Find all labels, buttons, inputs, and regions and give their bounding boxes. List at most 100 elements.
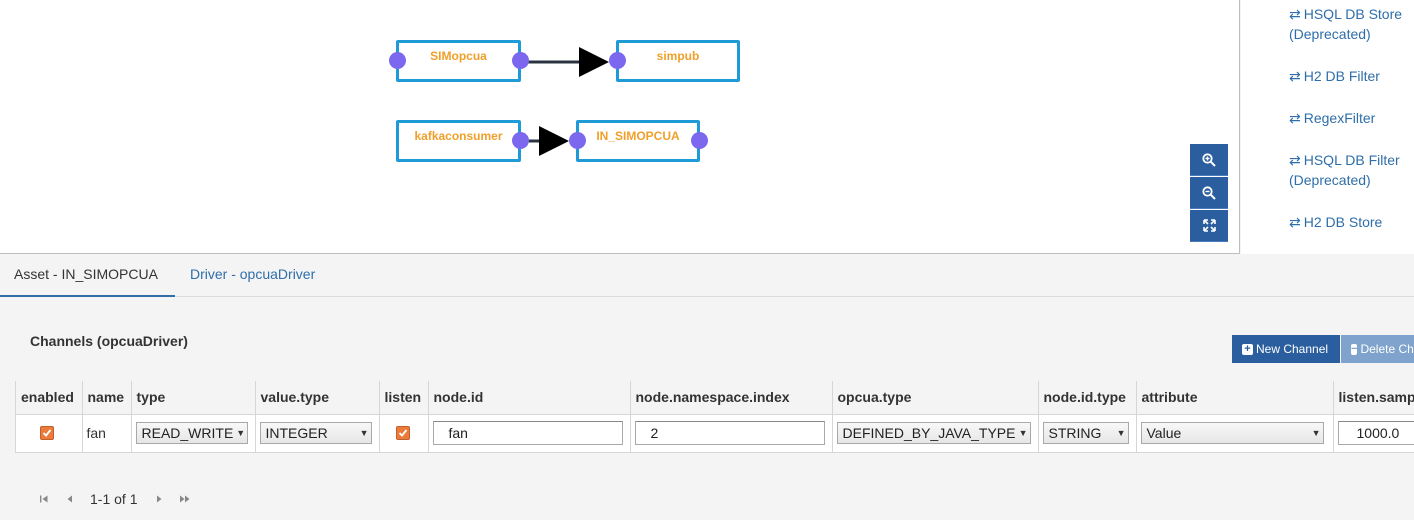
palette-item-sublabel: (Deprecated): [1289, 172, 1371, 188]
input-port[interactable]: [609, 52, 626, 69]
node-id-input[interactable]: fan: [432, 421, 623, 446]
chevron-down-icon: ▼: [1116, 428, 1126, 439]
value-type-select-value: INTEGER: [265, 425, 328, 442]
last-page-icon[interactable]: [177, 491, 193, 507]
exchange-icon: ⇄: [1289, 214, 1301, 230]
column-header-enabled[interactable]: enabled: [16, 381, 83, 415]
opcua-type-select[interactable]: DEFINED_BY_JAVA_TYPE▼: [836, 422, 1031, 445]
chevron-down-icon: ▼: [1018, 428, 1028, 439]
enabled-checkbox[interactable]: [40, 426, 54, 441]
column-header-node-id-type[interactable]: node.id.type: [1038, 381, 1137, 415]
column-header-listen-sampling[interactable]: listen.samp: [1333, 381, 1414, 415]
cell-type: READ_WRITE▼: [131, 414, 256, 452]
cell-node-id: fan: [428, 414, 631, 452]
previous-page-icon[interactable]: [62, 491, 78, 507]
tab-label: Asset - IN_SIMOPCUA: [14, 266, 158, 282]
input-port[interactable]: [389, 52, 406, 69]
minus-icon: −: [1351, 342, 1358, 355]
pager-status: 1-1 of 1: [90, 491, 138, 507]
palette-item-hsql-db-store[interactable]: ⇄HSQL DB Store (Deprecated): [1289, 4, 1402, 44]
delete-channel-button[interactable]: − Delete Ch: [1341, 335, 1414, 363]
column-header-namespace-index[interactable]: node.namespace.index: [630, 381, 833, 415]
detail-tabs: Asset - IN_SIMOPCUA Driver - opcuaDriver: [0, 254, 1414, 297]
new-channel-button[interactable]: + New Channel: [1232, 335, 1340, 363]
exchange-icon: ⇄: [1289, 6, 1301, 22]
wire-node-kafkaconsumer[interactable]: kafkaconsumer: [396, 120, 529, 162]
column-header-listen[interactable]: listen: [379, 381, 429, 415]
cell-value-type: INTEGER ▼: [255, 414, 380, 452]
delete-channel-label: Delete Ch: [1360, 342, 1414, 356]
tab-label: Driver - opcuaDriver: [190, 266, 316, 282]
tab-asset[interactable]: Asset - IN_SIMOPCUA: [0, 254, 175, 297]
column-header-type[interactable]: type: [131, 381, 256, 415]
palette-item-label: H2 DB Filter: [1303, 68, 1380, 84]
next-page-icon[interactable]: [151, 491, 167, 507]
namespace-index-input[interactable]: 2: [634, 421, 825, 446]
exchange-icon: ⇄: [1289, 152, 1301, 168]
chevron-down-icon: ▼: [236, 428, 246, 439]
checkmark-icon: [398, 429, 407, 438]
output-port[interactable]: [512, 52, 529, 69]
exchange-icon: ⇄: [1289, 110, 1301, 126]
expand-icon: [1202, 219, 1216, 232]
cell-opcua-type: DEFINED_BY_JAVA_TYPE▼: [832, 414, 1039, 452]
node-label: SIMopcua: [430, 49, 487, 63]
cell-name[interactable]: fan: [82, 414, 132, 452]
listen-sampling-input[interactable]: 1000.0: [1337, 421, 1414, 446]
cell-attribute: Value▼: [1136, 414, 1334, 452]
cell-enabled: [16, 414, 83, 452]
output-port[interactable]: [512, 132, 529, 149]
chevron-down-icon: ▼: [1311, 428, 1321, 439]
palette-item-label: HSQL DB Filter: [1303, 152, 1400, 168]
zoom-in-icon: [1202, 152, 1216, 167]
cell-namespace-index: 2: [630, 414, 833, 452]
input-port[interactable]: [569, 132, 586, 149]
column-header-attribute[interactable]: attribute: [1136, 381, 1334, 415]
palette-item-regexfilter[interactable]: ⇄RegexFilter: [1289, 108, 1375, 128]
palette-item-sublabel: (Deprecated): [1289, 26, 1371, 42]
channels-heading: Channels (opcuaDriver): [30, 333, 188, 349]
channels-table: enabled name type value.type listen node…: [15, 381, 1414, 453]
opcua-type-select-value: DEFINED_BY_JAVA_TYPE: [842, 425, 1016, 442]
column-header-node-id[interactable]: node.id: [428, 381, 631, 415]
type-select[interactable]: READ_WRITE▼: [135, 422, 248, 445]
zoom-in-button[interactable]: [1190, 144, 1228, 176]
table-pager: 1-1 of 1: [36, 488, 203, 510]
column-header-name[interactable]: name: [82, 381, 132, 415]
value-type-select[interactable]: INTEGER ▼: [259, 422, 372, 445]
palette-item-hsql-db-filter[interactable]: ⇄HSQL DB Filter (Deprecated): [1289, 150, 1400, 190]
node-label: IN_SIMOPCUA: [596, 129, 680, 143]
node-id-type-select-value: STRING: [1048, 425, 1102, 442]
type-select-value: READ_WRITE: [141, 425, 234, 442]
column-header-value-type[interactable]: value.type: [255, 381, 380, 415]
node-id-type-select[interactable]: STRING ▼: [1042, 422, 1129, 445]
new-channel-label: New Channel: [1256, 342, 1329, 356]
wire-composer-canvas[interactable]: SIMopcua simpub kafkaconsumer IN_SIMOPCU…: [0, 0, 1240, 254]
cell-listen-sampling: 1000.0: [1333, 414, 1414, 452]
palette-item-h2-db-store[interactable]: ⇄H2 DB Store: [1289, 212, 1382, 232]
attribute-select[interactable]: Value▼: [1140, 422, 1324, 445]
fit-to-screen-button[interactable]: [1190, 210, 1228, 242]
wire-node-simpub[interactable]: simpub: [609, 40, 740, 82]
wire-component-palette: ⇄HSQL DB Store (Deprecated) ⇄H2 DB Filte…: [1241, 0, 1414, 254]
column-header-opcua-type[interactable]: opcua.type: [832, 381, 1039, 415]
palette-item-label: H2 DB Store: [1303, 214, 1383, 230]
plus-icon: +: [1242, 343, 1253, 355]
output-port[interactable]: [691, 132, 708, 149]
listen-checkbox[interactable]: [395, 426, 410, 441]
wires-layer: [527, 47, 609, 156]
wire-node-simopcua[interactable]: SIMopcua: [389, 40, 529, 82]
zoom-out-icon: [1202, 185, 1216, 200]
table-row: fan READ_WRITE▼ INTEGER▼ fan 2: [16, 414, 1414, 452]
palette-item-h2-db-filter[interactable]: ⇄H2 DB Filter: [1289, 66, 1380, 86]
checkmark-icon: [42, 429, 52, 438]
tab-driver[interactable]: Driver - opcuaDriver: [176, 254, 329, 297]
zoom-out-button[interactable]: [1190, 177, 1228, 209]
exchange-icon: ⇄: [1289, 68, 1301, 84]
cell-node-id-type: STRING ▼: [1038, 414, 1137, 452]
first-page-icon[interactable]: [36, 491, 52, 507]
wire-node-in-simopcua[interactable]: IN_SIMOPCUA: [569, 120, 708, 162]
chevron-down-icon: ▼: [359, 428, 369, 439]
palette-item-label: HSQL DB Store: [1303, 6, 1403, 22]
node-label: simpub: [656, 49, 700, 63]
